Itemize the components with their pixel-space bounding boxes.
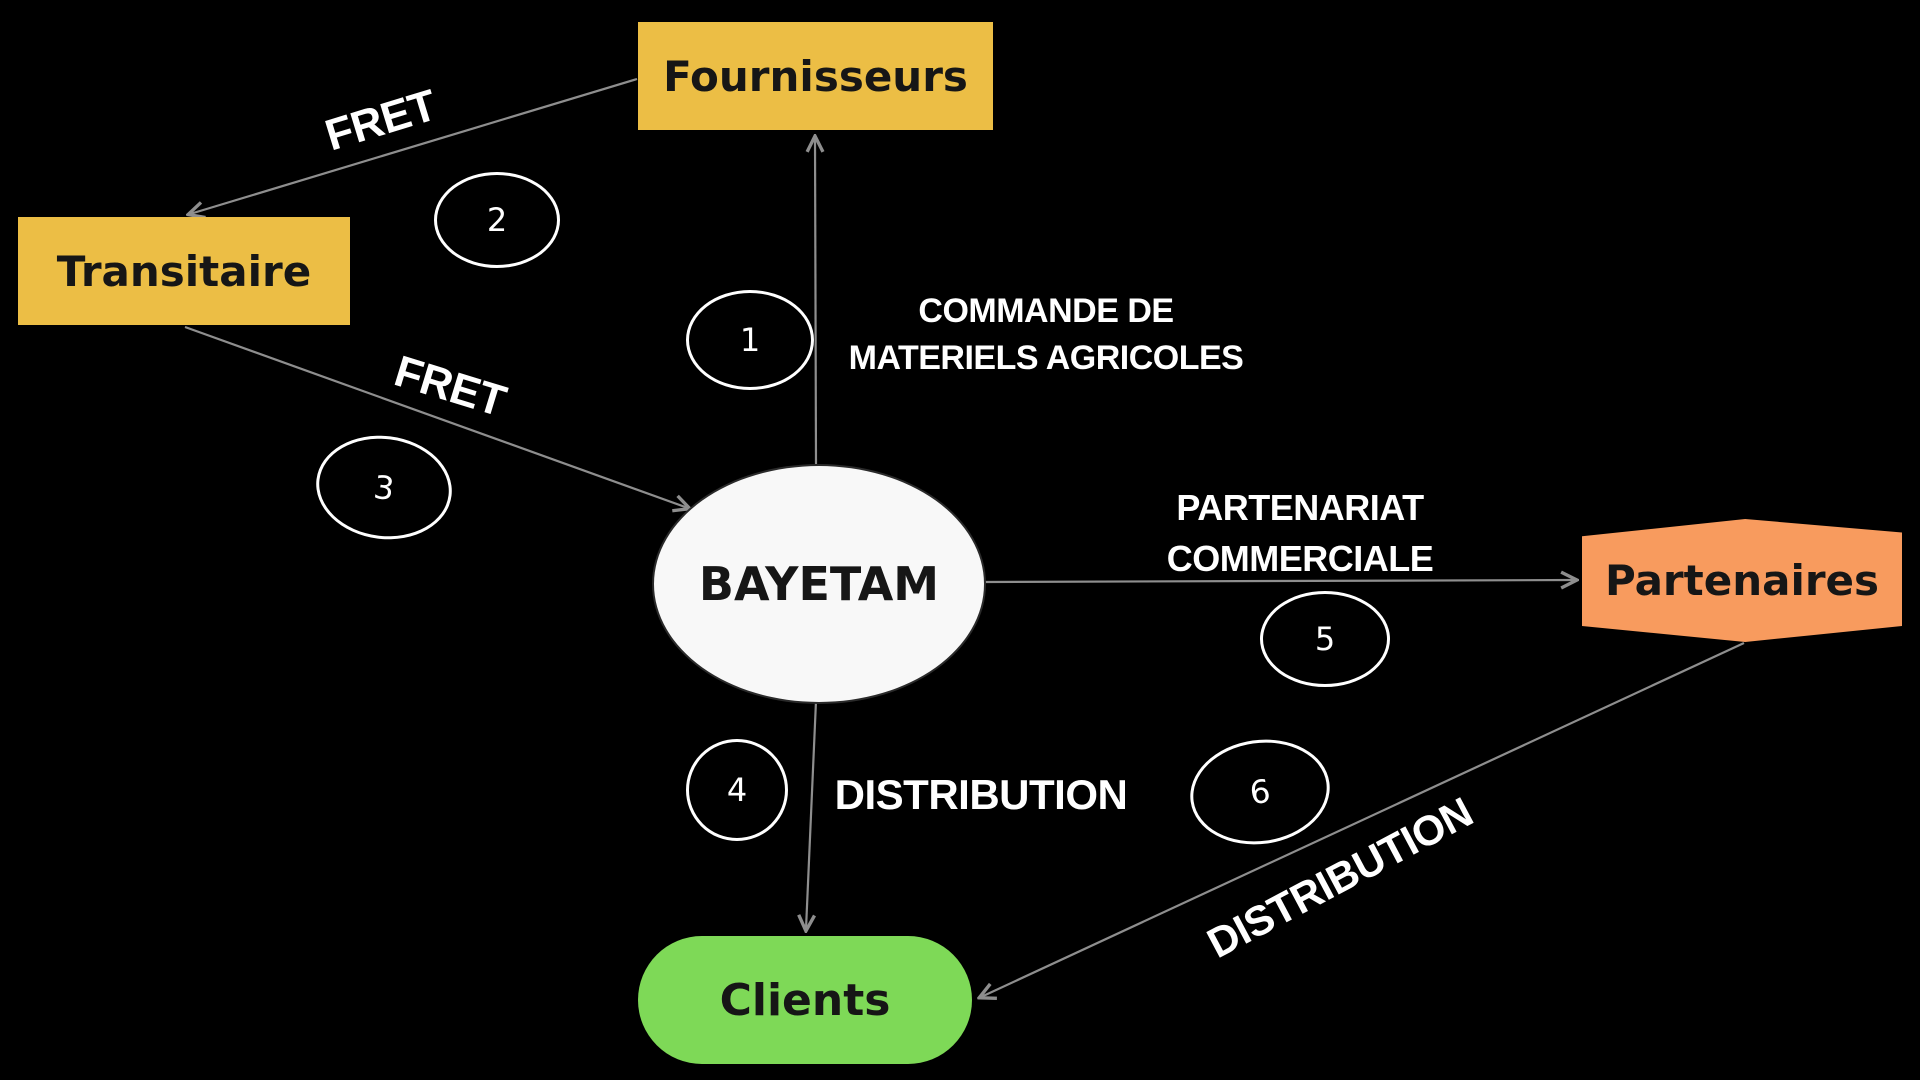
node-clients-label: Clients bbox=[719, 974, 891, 1026]
node-transitaire-label: Transitaire bbox=[56, 246, 312, 296]
edge-label-commande: COMMANDE DE MATERIELS AGRICOLES bbox=[846, 288, 1246, 382]
edge-fournisseurs-transitaire bbox=[190, 77, 638, 214]
edge-bayetam-clients bbox=[806, 700, 818, 929]
edge-partenaires-clients bbox=[981, 642, 1745, 997]
node-partenaires: Partenaires bbox=[1582, 519, 1902, 642]
edge-label-partenariat-line1: PARTENARIAT bbox=[1176, 487, 1424, 528]
step-marker-5: 5 bbox=[1260, 591, 1390, 687]
edge-label-distribution-clients: DISTRIBUTION bbox=[834, 771, 1128, 818]
edge-label-partenariat-line2: COMMERCIALE bbox=[1166, 538, 1434, 579]
step-marker-6-number: 6 bbox=[1247, 771, 1273, 813]
edge-bayetam-partenaires bbox=[982, 580, 1575, 582]
step-marker-1-number: 1 bbox=[739, 321, 761, 359]
edge-label-commande-line2: MATERIELS AGRICOLES bbox=[848, 339, 1244, 377]
edge-bayetam-fournisseurs bbox=[815, 138, 816, 465]
step-marker-3-number: 3 bbox=[371, 467, 397, 508]
node-bayetam-label: BAYETAM bbox=[698, 557, 940, 611]
node-partenaires-label: Partenaires bbox=[1604, 556, 1880, 605]
step-marker-5-number: 5 bbox=[1314, 620, 1336, 658]
node-bayetam: BAYETAM bbox=[652, 464, 986, 704]
node-fournisseurs-label: Fournisseurs bbox=[663, 51, 968, 101]
step-marker-1: 1 bbox=[686, 290, 814, 390]
edge-transitaire-bayetam bbox=[184, 325, 688, 508]
step-marker-2-number: 2 bbox=[486, 201, 508, 239]
edge-label-commande-line1: COMMANDE DE bbox=[918, 292, 1174, 330]
step-marker-2: 2 bbox=[434, 172, 560, 268]
edge-label-partenariat: PARTENARIAT COMMERCIALE bbox=[1140, 482, 1460, 584]
node-clients: Clients bbox=[638, 936, 972, 1064]
step-marker-4: 4 bbox=[686, 739, 788, 841]
node-fournisseurs: Fournisseurs bbox=[638, 22, 993, 130]
node-transitaire: Transitaire bbox=[18, 217, 350, 325]
step-marker-4-number: 4 bbox=[726, 771, 748, 809]
